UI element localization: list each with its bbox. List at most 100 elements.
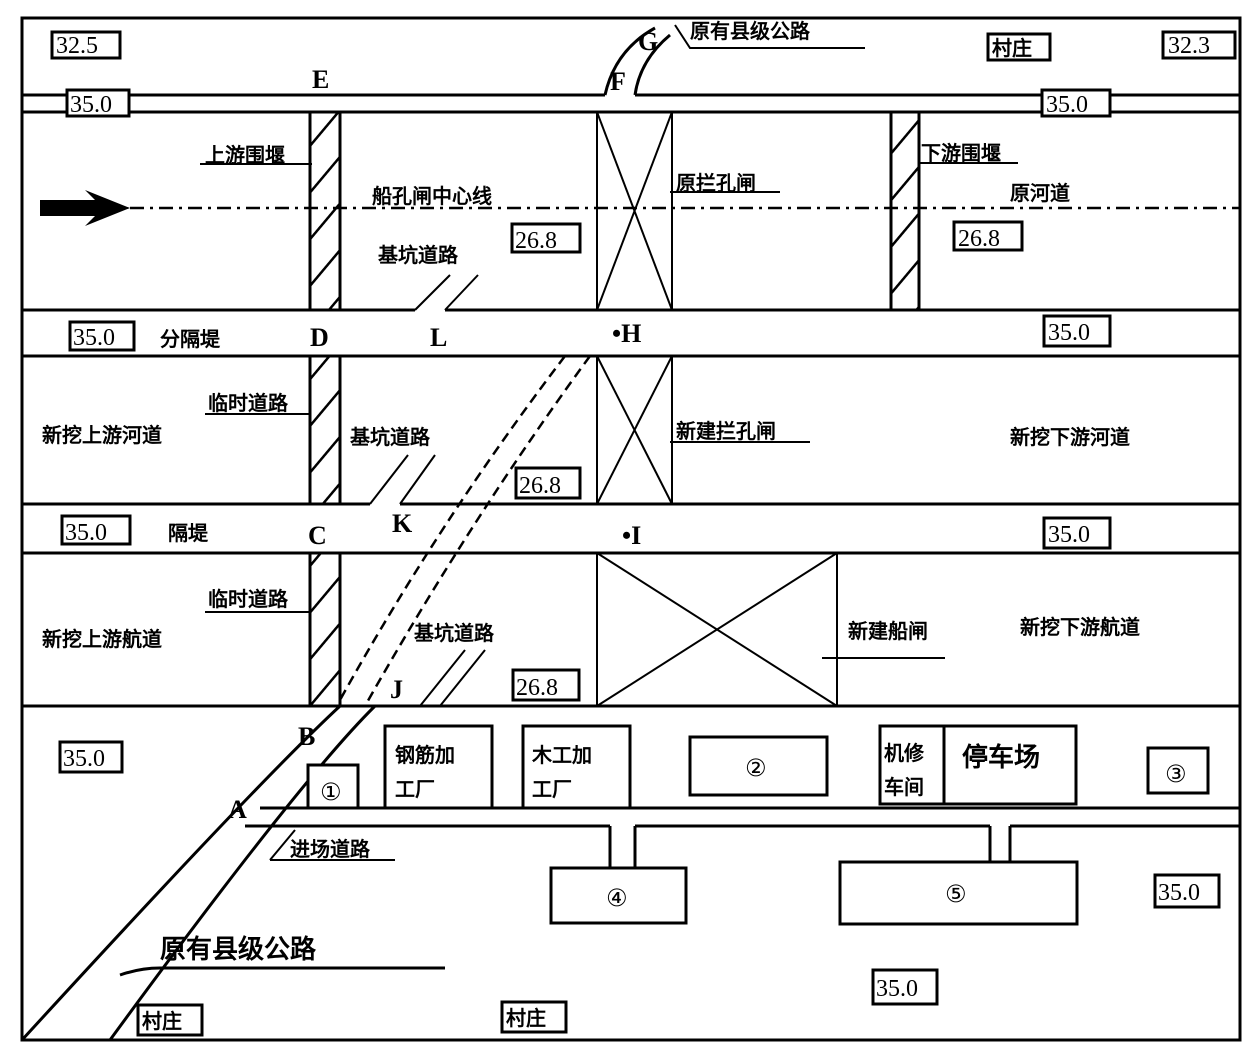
point-G: G: [638, 27, 658, 56]
point-C: C: [308, 521, 327, 550]
svg-text:26.8: 26.8: [958, 226, 1000, 252]
svg-text:35.0: 35.0: [73, 325, 115, 351]
elevation-top-left: 32.5: [50, 30, 122, 60]
dashed-diagonal-road: [338, 355, 592, 707]
svg-text:26.8: 26.8: [519, 473, 561, 499]
label-site-access-road: 进场道路: [290, 837, 371, 861]
label-new-upstream-river: 新挖上游河道: [42, 423, 162, 447]
elevation-divider-left: 35.0: [68, 320, 136, 352]
parking-box: [942, 724, 1078, 806]
label-new-upstream-channel: 新挖上游航道: [42, 627, 162, 651]
upstream-cofferdam: [308, 110, 342, 312]
point-B: B: [298, 722, 315, 751]
label-new-downstream-channel: 新挖下游航道: [1020, 615, 1140, 639]
svg-text:35.0: 35.0: [1048, 320, 1090, 346]
facility-3-number: ③: [1165, 760, 1187, 788]
pit-road-1: [414, 274, 479, 311]
facility-1-number: ①: [320, 778, 342, 806]
svg-text:32.3: 32.3: [1168, 33, 1210, 59]
elevation-pit-old-river: 26.8: [952, 220, 1024, 252]
new-gate-structure: [596, 355, 673, 505]
label-wood-shop-2: 工厂: [532, 777, 572, 801]
label-new-gate: 新建拦孔闸: [676, 419, 776, 443]
svg-text:26.8: 26.8: [515, 228, 557, 254]
facility-5-number: ⑤: [945, 880, 967, 908]
facility-2-number: ②: [745, 754, 767, 782]
village-bottom-mid: 村庄: [500, 1000, 568, 1034]
wood-shop-box: [521, 724, 632, 810]
label-machine-shop-2: 车间: [884, 775, 924, 799]
facility-4-box: [549, 866, 688, 925]
elevation-top-right: 32.3: [1161, 30, 1237, 60]
label-county-road-top: 原有县级公路: [690, 19, 811, 43]
svg-text:35.0: 35.0: [876, 976, 918, 1002]
steel-shop-box: [383, 724, 494, 810]
village-top: 村庄: [986, 32, 1052, 62]
label-wood-shop-1: 木工加: [531, 743, 592, 767]
label-new-downstream-river: 新挖下游河道: [1010, 425, 1130, 449]
access-road-diagonal: [20, 704, 1240, 1042]
elevation-upper-dike-right: 35.0: [1040, 88, 1112, 118]
svg-text:26.8: 26.8: [516, 675, 558, 701]
point-L: L: [430, 323, 447, 352]
elevation-site-right: 35.0: [1153, 873, 1221, 909]
flow-arrow-icon: [40, 190, 130, 226]
pit-road-2: [369, 454, 436, 505]
county-road-top: [603, 24, 865, 96]
label-temp-road-1: 临时道路: [208, 391, 289, 415]
point-F: F: [610, 67, 626, 96]
pit-road-3: [419, 649, 486, 707]
elevation-site-left: 35.0: [58, 740, 124, 774]
elevation-pit-old-gate: 26.8: [510, 222, 582, 254]
svg-text:35.0: 35.0: [1048, 522, 1090, 548]
point-H: •H: [612, 319, 641, 348]
point-D: D: [310, 323, 329, 352]
facility-1-box: [306, 763, 360, 810]
elevation-pit-new-lock: 26.8: [511, 668, 581, 702]
new-ship-lock-structure: [596, 552, 945, 707]
point-K: K: [392, 509, 413, 538]
downstream-cofferdam: [889, 110, 921, 312]
svg-text:村庄: 村庄: [506, 1006, 546, 1030]
svg-text:35.0: 35.0: [63, 746, 105, 772]
label-county-road-bottom: 原有县级公路: [160, 934, 317, 965]
elevation-upper-dike-left: 35.0: [65, 88, 131, 118]
svg-text:32.5: 32.5: [56, 33, 98, 59]
point-I: •I: [622, 521, 641, 550]
village-bottom-left: 村庄: [136, 1003, 204, 1037]
svg-text:村庄: 村庄: [142, 1009, 182, 1033]
facility-5-box: [838, 860, 1079, 926]
point-J: J: [390, 675, 403, 704]
label-temp-road-2: 临时道路: [208, 587, 289, 611]
label-steel-shop-1: 钢筋加: [395, 743, 455, 767]
facility-2-box: [688, 735, 829, 797]
machine-shop-box: [878, 724, 946, 806]
label-pit-road-1: 基坑道路: [378, 243, 459, 267]
svg-text:35.0: 35.0: [1158, 880, 1200, 906]
facility-4-number: ④: [606, 884, 628, 912]
label-new-ship-lock: 新建船闸: [848, 619, 928, 643]
label-steel-shop-2: 工厂: [395, 777, 435, 801]
label-old-river: 原河道: [1010, 181, 1070, 205]
label-partition-dike: 隔堤: [168, 521, 209, 545]
facility-3-box: [1146, 746, 1210, 795]
label-gate-centerline: 船孔闸中心线: [372, 184, 492, 208]
label-divider-dike: 分隔堤: [160, 327, 221, 351]
temp-road-cofferdam-2: [308, 551, 342, 708]
elevation-partition-left: 35.0: [60, 514, 132, 546]
elevation-divider-right: 35.0: [1042, 314, 1112, 348]
elevation-partition-right: 35.0: [1042, 516, 1112, 550]
point-A: A: [228, 795, 247, 824]
label-downstream-cofferdam: 下游围堰: [921, 141, 1001, 165]
old-gate-structure: [596, 111, 673, 311]
label-pit-road-3: 基坑道路: [414, 621, 495, 645]
point-E: E: [312, 65, 329, 94]
label-machine-shop-1: 机修: [884, 741, 925, 765]
svg-text:村庄: 村庄: [992, 36, 1032, 60]
svg-text:35.0: 35.0: [70, 92, 112, 118]
site-boundary: [20, 16, 1242, 1042]
elevation-pit-new-gate: 26.8: [514, 466, 582, 500]
svg-text:35.0: 35.0: [65, 520, 107, 546]
label-pit-road-2: 基坑道路: [350, 425, 431, 449]
